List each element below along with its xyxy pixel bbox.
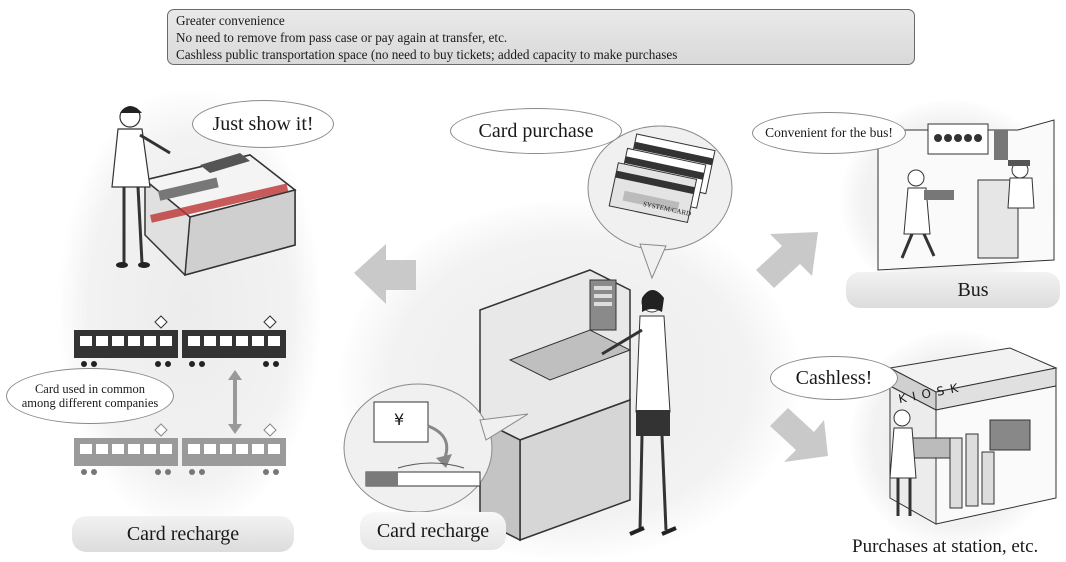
center-card-recharge-text: Card recharge — [376, 519, 490, 542]
benefit-line-1: Greater convenience — [176, 13, 285, 28]
bus-bubble-text: Convenient for the bus! — [765, 125, 893, 140]
yen-symbol: ¥ — [394, 410, 405, 429]
card-purchase-text: Card purchase — [478, 119, 594, 142]
bus-illustration — [877, 119, 1055, 271]
dark-train-icon — [74, 315, 286, 367]
arrow-left-icon — [354, 244, 416, 304]
cashless-text: Cashless! — [795, 366, 873, 389]
kiosk-label: Purchases at station, etc. — [852, 536, 1039, 557]
card-machine-illustration — [479, 269, 677, 542]
benefits-box: Greater convenience No need to remove fr… — [167, 9, 915, 65]
double-arrow-icon — [228, 370, 242, 434]
common-card-note: Card used in common among different comp… — [6, 368, 174, 424]
trains-illustration — [74, 315, 286, 475]
card-purchase-bubble: Card purchase — [450, 108, 622, 154]
bus-label-text: Bus — [957, 278, 989, 301]
center-card-recharge-label: Card recharge — [360, 512, 506, 550]
arrow-up-right-icon — [756, 232, 818, 288]
left-card-recharge-text: Card recharge — [126, 522, 240, 545]
arrow-down-right-icon — [770, 408, 828, 462]
cashless-bubble: Cashless! — [770, 356, 898, 400]
recharge-balloon-illustration — [343, 383, 529, 513]
just-show-it-bubble: Just show it! — [192, 100, 334, 148]
benefit-line-3: Cashless public transportation space (no… — [176, 47, 678, 62]
just-show-it-text: Just show it! — [212, 112, 314, 135]
kiosk-illustration — [888, 347, 1058, 525]
left-card-recharge-label: Card recharge — [72, 516, 294, 552]
cards-balloon-illustration — [587, 125, 733, 280]
bus-bubble: Convenient for the bus! — [752, 112, 906, 154]
benefit-line-2: No need to remove from pass case or pay … — [176, 30, 508, 45]
ticket-gate-illustration — [111, 106, 297, 277]
light-train-icon — [74, 423, 286, 475]
common-card-note-text: Card used in common among different comp… — [21, 382, 159, 410]
bus-label: Bus — [846, 272, 1060, 308]
